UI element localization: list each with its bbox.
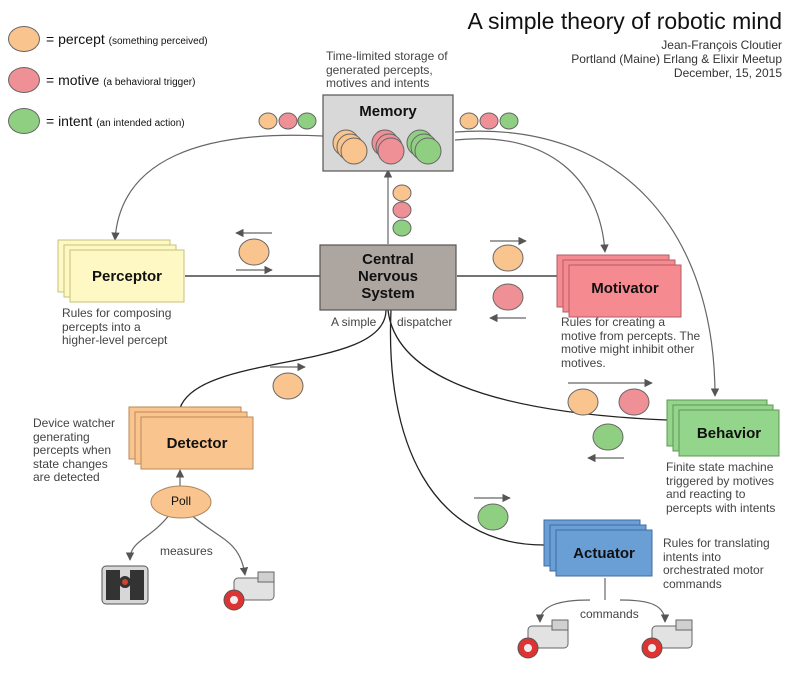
- legend-intent: = intent (an intended action): [8, 108, 185, 134]
- motor-icon: [223, 571, 275, 611]
- diagram-title: A simple theory of robotic mind: [467, 8, 782, 34]
- token-percept: [238, 238, 270, 266]
- token-motive: [492, 283, 524, 311]
- cns-actuator-link: [389, 309, 545, 546]
- memory-to-motivator-arrow: [454, 138, 609, 253]
- legend-motive-note: (a behavioral trigger): [103, 77, 196, 88]
- token-intent: [592, 423, 624, 451]
- perceptor-note: Rules for composing percepts into a high…: [62, 306, 172, 347]
- motivator-note: Rules for creating a motive from percept…: [561, 315, 701, 370]
- credit-author: Jean-François Cloutier: [661, 38, 782, 52]
- color-sensor-icon: [101, 565, 149, 605]
- token-percept: [258, 112, 278, 130]
- measures-label: measures: [160, 544, 213, 558]
- motivator-label: Motivator: [591, 280, 659, 297]
- commands-left-line: [535, 599, 591, 623]
- measures-left-line: [125, 513, 171, 561]
- legend-intent-label: = intent: [46, 113, 93, 129]
- detector-label: Detector: [166, 435, 228, 452]
- token-intent: [392, 219, 412, 237]
- perceptor-box: [57, 239, 185, 303]
- detector-note: Device watcher generating percepts when …: [33, 416, 116, 484]
- credit-date: December, 15, 2015: [673, 66, 782, 80]
- cns-label-line3: System: [361, 285, 415, 302]
- memory-to-behavior-arrow: [454, 130, 720, 397]
- token-percept: [272, 372, 304, 400]
- cns-label-line2: Nervous: [357, 268, 419, 285]
- behavior-box: [666, 399, 780, 457]
- cns-note-right: dispatcher: [397, 315, 453, 329]
- token-motive: [392, 201, 412, 219]
- cns-label: Central Nervous System: [320, 251, 456, 302]
- token-intent: [297, 112, 317, 130]
- motor-icon: [641, 619, 693, 659]
- legend-percept-note: (something perceived): [108, 36, 208, 47]
- commands-label: commands: [580, 607, 639, 621]
- flow-arrows: [235, 228, 653, 503]
- token-motive: [479, 112, 499, 130]
- token-intent: [477, 503, 509, 531]
- actuator-label: Actuator: [573, 545, 635, 562]
- motor-icon: [517, 619, 569, 659]
- motivator-box: [556, 254, 682, 318]
- token-motive: [618, 388, 650, 416]
- credit-event: Portland (Maine) Erlang & Elixir Meetup: [571, 52, 782, 66]
- legend-percept-label: = percept: [46, 31, 105, 47]
- actuator-box: [543, 519, 653, 577]
- cns-box: [319, 244, 457, 311]
- motive-swatch: [8, 67, 40, 93]
- behavior-label: Behavior: [696, 425, 762, 442]
- memory-label: Memory: [359, 103, 417, 120]
- detector-box: [128, 406, 254, 470]
- commands-right-line: [619, 599, 670, 623]
- legend-percept: = percept (something perceived): [8, 26, 208, 52]
- token-intent: [499, 112, 519, 130]
- connections: [179, 275, 668, 546]
- token-percept: [392, 184, 412, 202]
- intent-swatch: [8, 108, 40, 134]
- legend-motive: = motive (a behavioral trigger): [8, 67, 195, 93]
- memory-feeds: [111, 130, 720, 623]
- token-percept: [459, 112, 479, 130]
- cns-note-left: A simple: [331, 315, 377, 329]
- memory-contents: [332, 129, 442, 165]
- legend-intent-note: (an intended action): [96, 118, 185, 129]
- memory-to-perceptor-arrow: [111, 134, 324, 241]
- poll-label: Poll: [170, 494, 191, 508]
- perceptor-label: Perceptor: [91, 268, 163, 285]
- cns-detector-link: [179, 309, 387, 409]
- legend-motive-label: = motive: [46, 72, 100, 88]
- token-percept: [567, 388, 599, 416]
- actuator-note: Rules for translating intents into orche…: [663, 536, 770, 591]
- measures-right-line: [189, 513, 249, 576]
- token-motive: [278, 112, 298, 130]
- behavior-note: Finite state machine triggered by motive…: [666, 460, 776, 515]
- percept-swatch: [8, 26, 40, 52]
- cns-behavior-link: [387, 309, 668, 421]
- poll-node: [150, 485, 212, 519]
- tokens: [238, 112, 650, 531]
- memory-note: Time-limited storage of generated percep…: [326, 49, 448, 90]
- token-percept: [492, 244, 524, 272]
- cns-label-line1: Central: [362, 251, 414, 268]
